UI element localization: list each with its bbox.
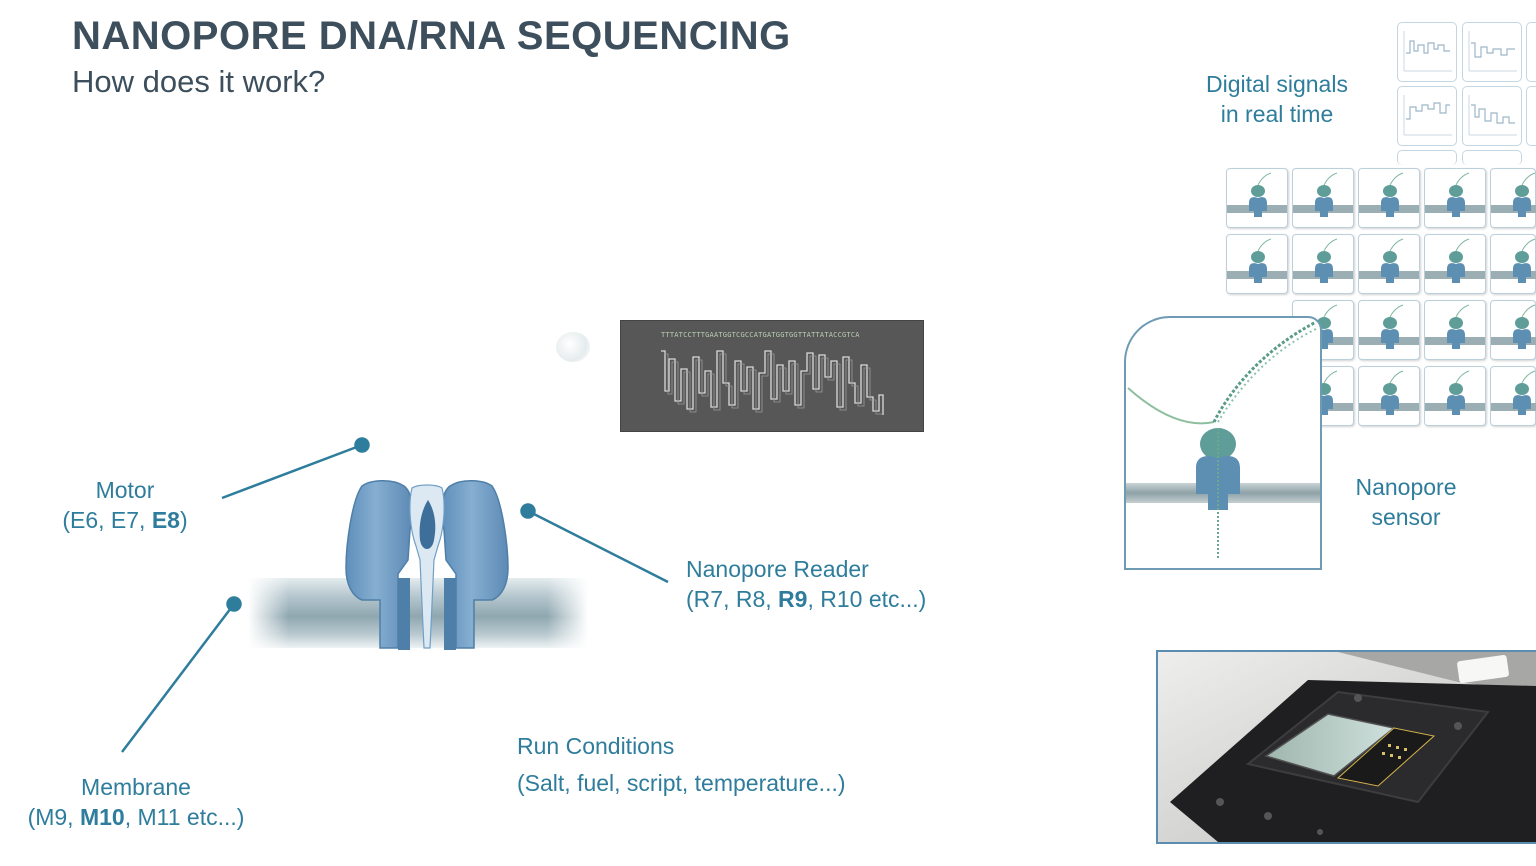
basecalled-sequence: TTTATCCTTTGAATGGTCGCCATGATGGTGGTTATTATAC… [661, 331, 860, 339]
nanopore-cell-icon [1359, 238, 1419, 283]
nanopore-array-cell [1226, 234, 1288, 294]
signal-thumbnail [1462, 22, 1522, 82]
nanopore-array-cell [1358, 168, 1420, 228]
sensor-closeup-illustration [1126, 320, 1320, 558]
nanopore-cell-icon [1293, 238, 1353, 283]
nanopore-cell-icon [1359, 304, 1419, 349]
nanopore-cell-icon [1425, 370, 1485, 415]
signal-thumbnail [1397, 150, 1457, 165]
reader-callout-line [527, 509, 669, 584]
raw-signal-panel: TTTATCCTTTGAATGGTCGCCATGATGGTGGTTATTATAC… [620, 320, 924, 432]
run-conditions-detail: (Salt, fuel, script, temperature...) [517, 770, 846, 796]
signal-trace-icon [1468, 31, 1517, 72]
nanopore-array-cell [1358, 366, 1420, 426]
membrane-versions-pre: M9, [35, 804, 80, 830]
membrane-version-highlight: M10 [79, 804, 125, 830]
nanopore-cell-icon [1491, 238, 1536, 283]
reader-open-paren: ( [686, 586, 694, 612]
signal-thumbnail [1526, 86, 1536, 146]
motor-callout-dot [354, 437, 370, 453]
nanopore-cell-icon [1227, 172, 1287, 217]
nanopore-cell-icon [1227, 238, 1287, 283]
nanopore-cell-icon [1425, 238, 1485, 283]
membrane-label-name: Membrane [81, 774, 191, 800]
nanopore-sensor-label: Nanopore sensor [1336, 472, 1476, 532]
nanopore-cell-icon [1425, 172, 1485, 217]
membrane-open-paren: ( [27, 804, 36, 830]
reader-callout-dot [520, 503, 536, 519]
reader-versions-post: , R10 etc...) [807, 586, 927, 612]
reader-label: Nanopore Reader (R7, R8, R9, R10 etc...) [686, 554, 926, 614]
motor-callout-line [221, 443, 363, 500]
nanopore-sensor-inset [1124, 316, 1322, 570]
nanopore-array-cell [1490, 300, 1536, 360]
membrane-label-versions: (M9, M10, M11 etc...) [14, 802, 258, 832]
signal-thumbnail [1462, 86, 1522, 146]
run-conditions-name: Run Conditions [517, 733, 675, 759]
reader-versions-pre: R7, R8, [693, 586, 779, 612]
signal-thumbnail [1397, 86, 1457, 146]
digital-signals-line-1: Digital signals [1206, 71, 1348, 97]
slide-title: NANOPORE DNA/RNA SEQUENCING [72, 14, 791, 58]
nanopore-array-cell [1490, 234, 1536, 294]
nanopore-array-cell [1424, 366, 1486, 426]
digital-signals-label: Digital signals in real time [1188, 69, 1366, 129]
motor-label-versions: (E6, E7, E8) [40, 505, 210, 535]
molecule-blob [556, 332, 590, 362]
reader-label-versions: (R7, R8, R9, R10 etc...) [686, 584, 926, 614]
nanopore-array-cell [1292, 234, 1354, 294]
nanopore-array-cell [1358, 300, 1420, 360]
nanopore-array-cell [1490, 366, 1536, 426]
nanopore-array-cell [1226, 168, 1288, 228]
nanopore-cell-icon [1293, 172, 1353, 217]
signal-thumbnail [1397, 22, 1457, 82]
membrane-callout-line [121, 603, 235, 753]
squiggle-trace [661, 350, 884, 415]
nanopore-array-cell [1292, 168, 1354, 228]
run-conditions-label: Run Conditions (Salt, fuel, script, temp… [517, 728, 846, 802]
nanopore-array-cell [1358, 234, 1420, 294]
reader-label-name: Nanopore Reader [686, 556, 869, 582]
flow-cell-image [1158, 652, 1536, 842]
nanopore-array-cell [1424, 300, 1486, 360]
signal-thumbnail [1526, 22, 1536, 82]
nanopore-diagram [121, 437, 669, 753]
motor-open-paren: ( [62, 507, 71, 533]
nanopore-cell-icon [1491, 370, 1536, 415]
nanopore-array-cell [1490, 168, 1536, 228]
flow-cell-photo [1156, 650, 1536, 844]
nanopore-cell-icon [1359, 370, 1419, 415]
motor-version-highlight: E8 [151, 507, 180, 533]
nanopore-array-cell [1424, 234, 1486, 294]
membrane-label: Membrane (M9, M10, M11 etc...) [14, 772, 258, 832]
signal-thumbnail [1462, 150, 1522, 165]
nanopore-cell-icon [1491, 304, 1536, 349]
nanopore-cell-icon [1425, 304, 1485, 349]
signal-trace-icon [1403, 31, 1452, 72]
signal-trace-icon [1403, 95, 1452, 136]
nanopore-protein [345, 480, 509, 650]
nanopore-sensor-line-2: sensor [1371, 504, 1441, 530]
membrane-callout-dot [226, 596, 242, 612]
reader-version-highlight: R9 [778, 586, 808, 612]
membrane-versions-post: , M11 etc...) [124, 804, 245, 830]
motor-label: Motor (E6, E7, E8) [40, 475, 210, 535]
motor-versions-plain: E6, E7, [70, 507, 152, 533]
slide-subtitle: How does it work? [72, 64, 326, 99]
nanopore-cell-icon [1491, 172, 1536, 217]
nanopore-array-cell [1424, 168, 1486, 228]
nanopore-sensor-line-1: Nanopore [1355, 474, 1457, 500]
signal-trace-icon [1468, 95, 1517, 136]
motor-label-name: Motor [95, 477, 155, 503]
nanopore-cell-icon [1359, 172, 1419, 217]
motor-close-paren: ) [179, 507, 188, 533]
membrane-layer [248, 578, 588, 648]
callout-lines [121, 437, 669, 753]
digital-signals-line-2: in real time [1220, 101, 1334, 127]
